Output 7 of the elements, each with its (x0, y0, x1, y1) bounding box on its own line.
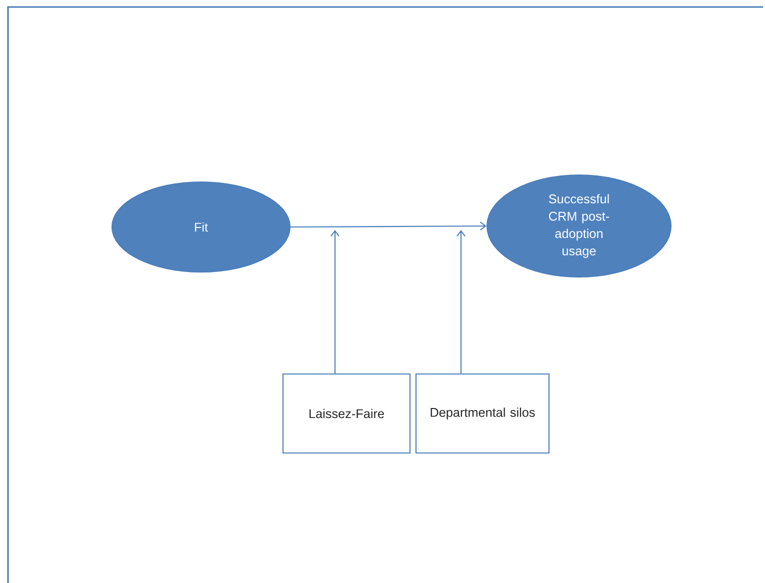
oval-node: Fit (111, 181, 291, 273)
rectangle-box: Laissez-Faire (282, 373, 411, 454)
arrow (456, 230, 466, 374)
arrow (290, 222, 486, 230)
oval-node: Successful CRM post-adoption usage (486, 174, 672, 278)
arrow (330, 230, 340, 374)
rectangle-box: Departmental silos (415, 373, 550, 454)
